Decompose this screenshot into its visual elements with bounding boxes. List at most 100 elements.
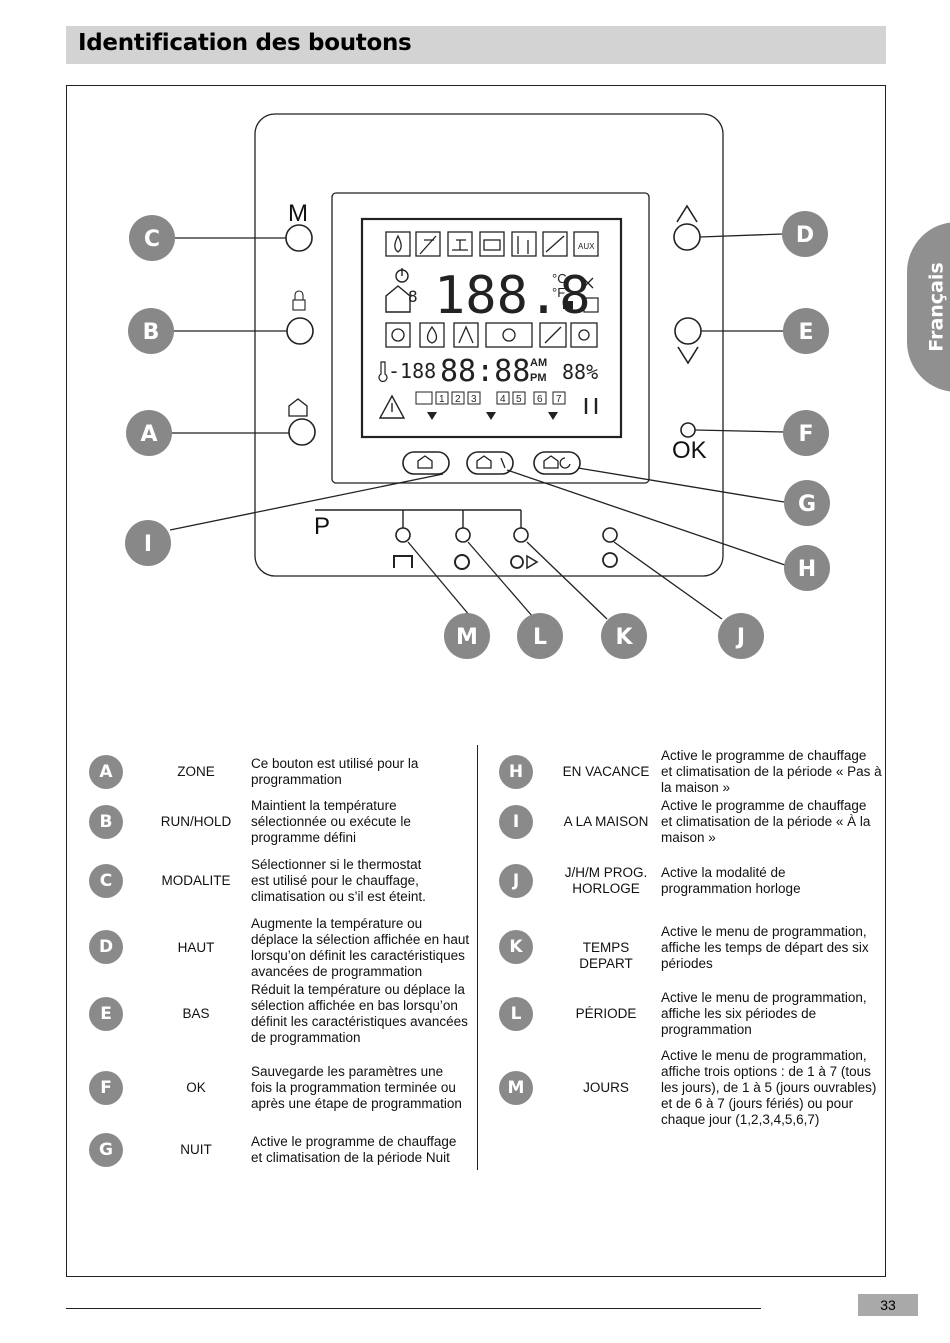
legend-name: MODALITE [161, 873, 231, 888]
callout-i [125, 520, 171, 566]
legend-name: OK [186, 1080, 206, 1095]
svg-text:G: G [798, 492, 816, 517]
faucet-icon [419, 235, 437, 255]
legend-name: BAS [182, 1006, 210, 1021]
svg-text:K: K [615, 625, 633, 650]
heat-icon [544, 326, 562, 344]
label-p: P [314, 513, 330, 540]
home-button [402, 451, 450, 475]
legend-badge: A [89, 755, 123, 789]
leader-lines [169, 233, 786, 620]
lcd-clock: 88:88 [440, 354, 530, 389]
svg-text:I: I [144, 532, 152, 557]
legend-badge: D [89, 930, 123, 964]
legend-badge: C [89, 864, 123, 898]
ok-button [680, 422, 696, 438]
tap-icon [452, 239, 468, 251]
callout-l [517, 613, 563, 659]
svg-text:B: B [143, 320, 160, 345]
legend-badge: K [499, 930, 533, 964]
lcd-icon-row-2 [385, 322, 598, 348]
start-time-icon [510, 555, 524, 569]
thermometer-icon [378, 361, 388, 382]
lcd-day-1: 1 [439, 394, 445, 405]
header-bar: Identification des boutons [66, 26, 886, 64]
snowflake-icon [582, 277, 594, 289]
lcd-pm: PM [530, 372, 547, 384]
legend-name: TEMPS DEPART [579, 940, 633, 971]
lcd-icon-row-1 [385, 231, 599, 257]
down-arrow-icon [677, 346, 699, 365]
lcd-frame [331, 192, 650, 484]
legend-name: PÉRIODE [575, 1006, 637, 1021]
lcd-temperature: 188.8 [434, 266, 591, 326]
legend-name: JOURS [583, 1080, 629, 1095]
calendar-icon [393, 555, 413, 568]
page-number: 33 [858, 1294, 918, 1316]
period-icon [454, 554, 470, 570]
lcd-unit-f: °F [552, 285, 565, 300]
language-tab[interactable]: Français [907, 222, 950, 392]
house-icon [385, 285, 411, 313]
legend-badge: E [89, 997, 123, 1031]
solar-icon [545, 235, 565, 253]
lcd-screen [360, 217, 623, 439]
clock-icon [602, 552, 618, 568]
label-ok: OK [672, 437, 707, 464]
footer-rule [66, 1308, 761, 1309]
legend-badge: J [499, 864, 533, 898]
svg-text:E: E [798, 320, 813, 345]
callout-g [784, 480, 830, 526]
lcd-small-left: -188 [388, 359, 436, 383]
days-button [395, 527, 411, 543]
up-arrow-icon [676, 204, 698, 223]
label-m: M [288, 200, 308, 227]
svg-text:M: M [456, 625, 478, 650]
svg-text:J: J [735, 625, 745, 650]
lcd-unit-c: °C [552, 271, 567, 286]
legend-badge: M [499, 1071, 533, 1105]
callout-f [783, 410, 829, 456]
clock-button [602, 527, 618, 543]
lcd-day-5: 5 [516, 394, 522, 405]
aux-icon: AUX [578, 242, 595, 251]
legend-badge: I [499, 805, 533, 839]
svg-text:C: C [144, 227, 160, 252]
home-icon [417, 455, 433, 469]
thermostat-body [254, 113, 724, 577]
period-button [455, 527, 471, 543]
away-icon [476, 455, 492, 469]
boiler-icon [483, 239, 501, 251]
callout-c [129, 215, 175, 261]
legend-badge: H [499, 755, 533, 789]
sun-gear-icon [391, 328, 405, 342]
vacation-button [466, 451, 514, 475]
mode-button [285, 224, 313, 252]
svg-text:D: D [796, 223, 814, 248]
legend-badge: G [89, 1133, 123, 1167]
night-icon [543, 455, 559, 469]
callout-b [128, 308, 174, 354]
legend-name: J/H/M PROG.HORLOGE [564, 865, 648, 896]
warning-icon [378, 394, 406, 419]
legend-divider [477, 745, 478, 1170]
legend-desc: Active le menu de programmation,affiche … [661, 1048, 877, 1127]
svg-text:A: A [140, 422, 157, 447]
svg-text:F: F [798, 422, 813, 447]
up-button [673, 223, 701, 251]
fan-icon [502, 328, 516, 342]
legend-badge: F [89, 1071, 123, 1105]
zone-house-icon [288, 398, 308, 417]
clock-small-icon [583, 297, 599, 313]
legend-name: ZONE [177, 764, 215, 779]
sun-icon [578, 329, 590, 341]
legend-badge: L [499, 997, 533, 1031]
